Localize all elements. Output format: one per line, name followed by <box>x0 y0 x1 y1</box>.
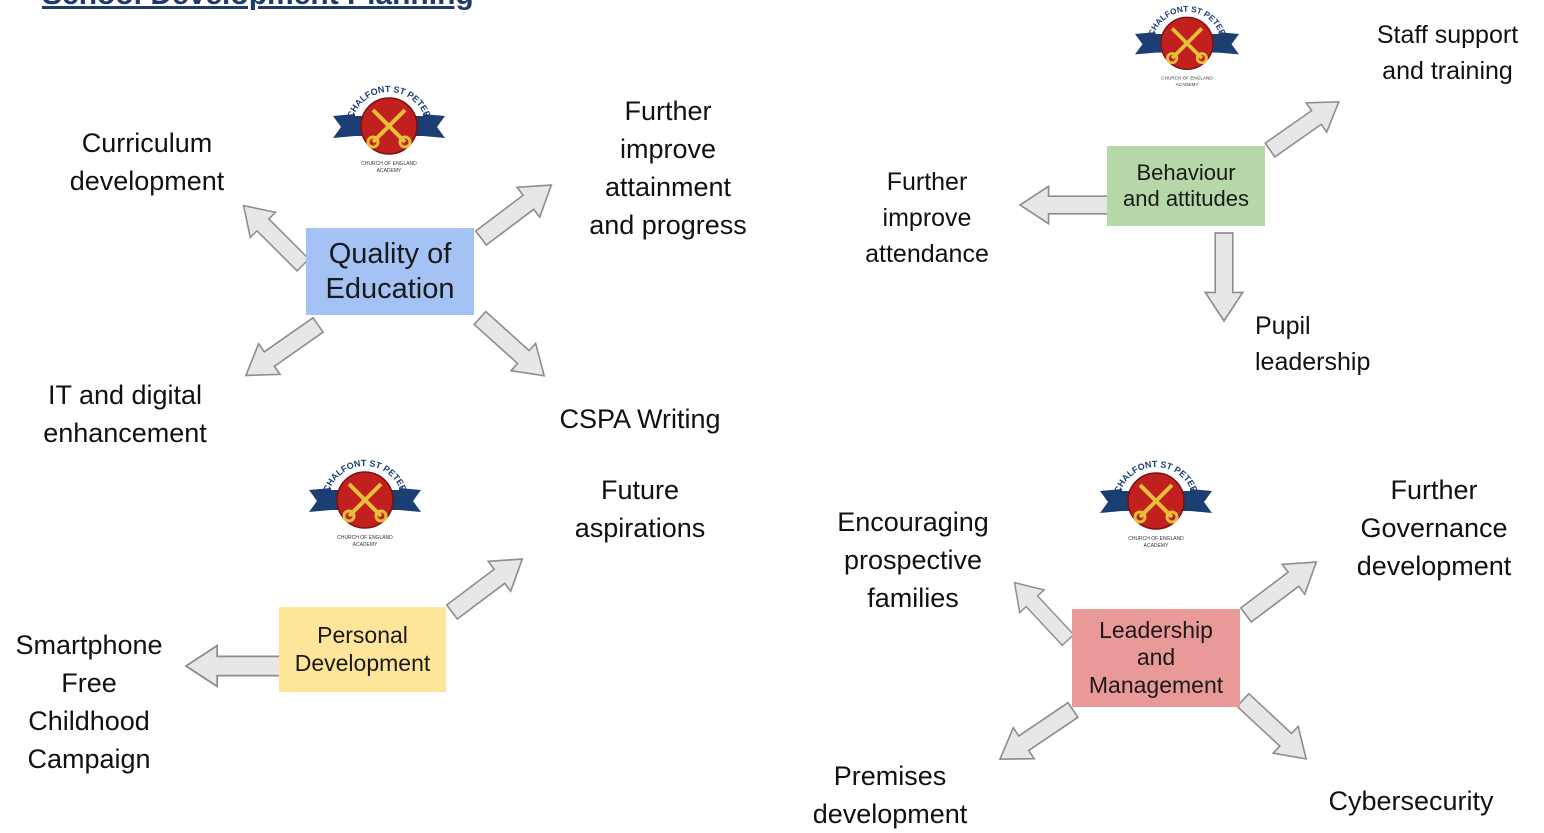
outcome-cspa-writing: CSPA Writing <box>559 404 721 434</box>
box-line: Management <box>1088 671 1224 698</box>
svg-text:CHURCH OF ENGLAND: CHURCH OF ENGLAND <box>1128 536 1184 542</box>
arrow-to-pupil <box>1204 232 1244 322</box>
school-logo: CHALFONT ST PETER CHURCH OF ENGLAND ACAD… <box>1100 459 1212 549</box>
school-logo: CHALFONT ST PETER CHURCH OF ENGLAND ACAD… <box>333 84 445 174</box>
arrow-to-attendance <box>1019 185 1109 225</box>
outcome-smartphone-free: Smartphone Free Childhood Campaign <box>15 630 163 774</box>
svg-text:CHURCH OF ENGLAND: CHURCH OF ENGLAND <box>337 535 393 541</box>
page-title: School Development Planning <box>42 0 474 12</box>
arrow-to-cyber <box>1229 685 1320 774</box>
outcome-curriculum-development: Curriculum development <box>69 128 225 196</box>
svg-text:ACADEMY: ACADEMY <box>1144 543 1169 549</box>
outcome-attendance: Further improve attendance <box>865 168 989 268</box>
box-line: Development <box>294 649 431 676</box>
quality-of-education-box: Quality of Education <box>306 228 474 315</box>
box-line: Behaviour <box>1136 160 1236 186</box>
arrow-to-smartphone <box>185 644 283 688</box>
arrow-to-attainment <box>468 169 564 254</box>
arrow-to-aspirations <box>439 543 535 628</box>
arrow-to-families <box>1001 570 1081 653</box>
outcome-premises: Premises development <box>812 761 968 829</box>
box-line: Personal <box>317 622 408 649</box>
arrow-to-it <box>234 308 330 392</box>
outcome-staff-support: Staff support and training <box>1376 21 1519 85</box>
personal-development-box: Personal Development <box>279 607 446 692</box>
box-line: Education <box>325 272 455 305</box>
box-line: and attitudes <box>1123 186 1249 211</box>
outcome-pupil-leadership: Pupil leadership <box>1255 312 1371 376</box>
arrow-to-staff <box>1258 86 1350 166</box>
arrow-to-premises <box>988 693 1085 776</box>
school-logo: CHALFONT ST PETER CHURCH OF ENGLAND ACAD… <box>1135 4 1239 87</box>
outcome-prospective-families: Encouraging prospective families <box>837 507 989 613</box>
svg-text:ACADEMY: ACADEMY <box>377 168 402 174</box>
behaviour-and-attitudes-box: Behaviour and attitudes <box>1107 146 1265 226</box>
svg-text:ACADEMY: ACADEMY <box>353 542 378 548</box>
arrow-to-curriculum <box>230 192 317 279</box>
box-line: Quality of <box>328 238 452 271</box>
leadership-and-management-box: Leadership and Management <box>1072 609 1240 707</box>
arrow-to-governance <box>1233 546 1329 631</box>
outcome-governance: Further Governance development <box>1356 475 1512 581</box>
svg-text:CHURCH OF ENGLAND: CHURCH OF ENGLAND <box>1161 76 1213 81</box>
box-line: and <box>1136 644 1176 671</box>
svg-text:ACADEMY: ACADEMY <box>1176 82 1199 87</box>
arrow-to-writing <box>466 303 558 391</box>
box-line: Leadership <box>1099 617 1213 644</box>
svg-text:CHURCH OF ENGLAND: CHURCH OF ENGLAND <box>361 161 417 167</box>
outcome-future-aspirations: Future aspirations <box>574 475 706 543</box>
outcome-attainment-progress: Further improve attainment and progress <box>589 96 747 240</box>
school-logo: CHALFONT ST PETER CHURCH OF ENGLAND ACAD… <box>309 458 421 548</box>
outcome-it-digital: IT and digital enhancement <box>43 380 207 448</box>
outcome-cybersecurity: Cybersecurity <box>1328 786 1494 816</box>
